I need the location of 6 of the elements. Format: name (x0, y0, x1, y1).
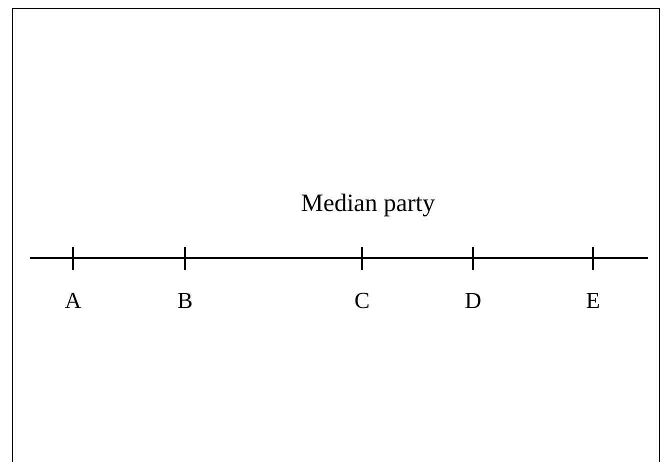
tick-label: C (353, 288, 371, 314)
tick-label: D (464, 288, 482, 314)
tick-label: A (64, 288, 82, 314)
axis-label: Median party (300, 190, 436, 218)
tick-label: E (584, 288, 602, 314)
tick-label: B (176, 288, 194, 314)
